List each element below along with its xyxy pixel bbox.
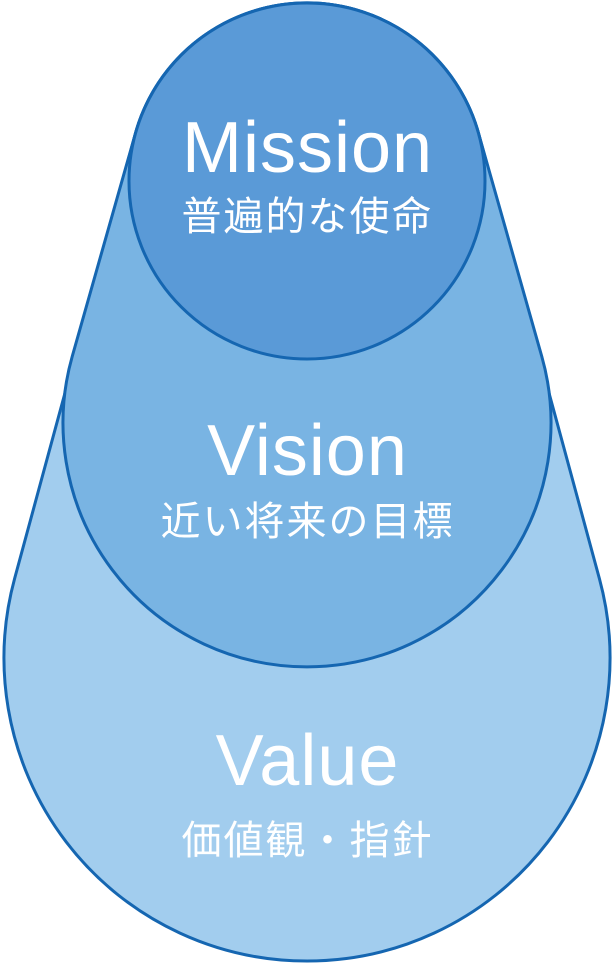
value-subtitle: 価値観・指針 <box>181 819 434 863</box>
mission-title: Mission <box>181 108 434 188</box>
vision-title: Vision <box>207 411 408 491</box>
value-label: Value 価値観・指針 <box>0 725 615 861</box>
mission-subtitle: 普遍的な使命 <box>181 195 434 239</box>
mission-circle <box>127 1 487 361</box>
mission-label: Mission 普遍的な使命 <box>0 112 615 237</box>
vision-subtitle: 近い将来の目標 <box>160 500 455 544</box>
value-title: Value <box>215 721 400 801</box>
vision-label: Vision 近い将来の目標 <box>0 415 615 542</box>
